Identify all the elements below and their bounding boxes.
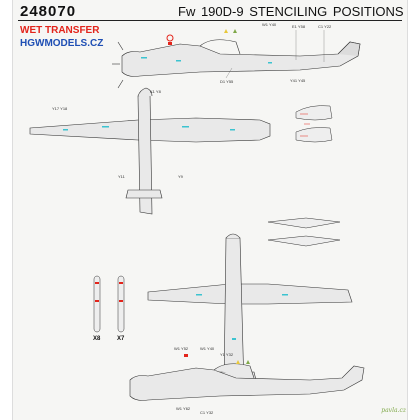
svg-text:W1 Y62: W1 Y62 [176,406,191,411]
blade-label: X8 [93,336,101,342]
blade-label: X7 [117,336,125,342]
cyan-stencil [176,60,181,62]
svg-text:W1 Y40: W1 Y40 [200,346,215,351]
svg-text:W1 Y40: W1 Y40 [262,22,277,27]
lower-side-markings: W1 Y52 W1 Y40 Y1 Y32 W1 Y62 C1 Y32 [174,346,250,415]
side-view-upper [112,39,361,89]
svg-text:W1 Y52: W1 Y52 [174,346,189,351]
svg-text:K1 Y8: K1 Y8 [150,89,162,94]
wet-transfer-tag: WET TRANSFER [20,25,100,36]
red-circle-marking-icon [166,34,174,42]
plan-view-lower [147,233,353,389]
sheet-title: Fw 190D-9 STENCILING POSITIONS [178,4,404,19]
website-tag: HGWMODELS.CZ [20,38,104,49]
plan-view-upper [29,87,271,215]
cyan-stencil [268,62,272,64]
svg-text:Y17 Y18: Y17 Y18 [52,106,68,111]
svg-text:E1 Y58: E1 Y58 [292,24,306,29]
plan-markings: K1 Y8 Y17 Y18 Y11 Y9 [52,89,235,179]
upper-markings [141,29,272,64]
svg-text:Y1 Y32: Y1 Y32 [220,352,234,357]
propeller-blades: X8 X7 [93,275,125,342]
svg-text:Y41 Y45: Y41 Y45 [290,78,306,83]
svg-text:Y9: Y9 [178,174,184,179]
cowling-detail [267,217,341,247]
cyan-stencil [141,57,147,59]
upper-callouts: E1 Y58 C1 Y22 W1 Y40 D1 Y55 Y41 Y45 [220,22,332,84]
green-marking-icon [233,29,237,33]
svg-text:Y11: Y11 [118,174,126,179]
yellow-triangle-marking-icon [224,29,228,33]
spinner-detail-right [295,105,333,143]
header-rule [18,20,402,21]
side-view-lower [129,363,365,401]
lower-plan-markings [196,294,288,340]
svg-text:D1 Y55: D1 Y55 [220,79,234,84]
svg-text:C1 Y22: C1 Y22 [318,24,332,29]
product-code: 248070 [20,3,77,20]
svg-text:C1 Y32: C1 Y32 [200,410,214,415]
red-stencil-marking [168,42,172,45]
footer-brand: pavla.cz [381,407,406,414]
